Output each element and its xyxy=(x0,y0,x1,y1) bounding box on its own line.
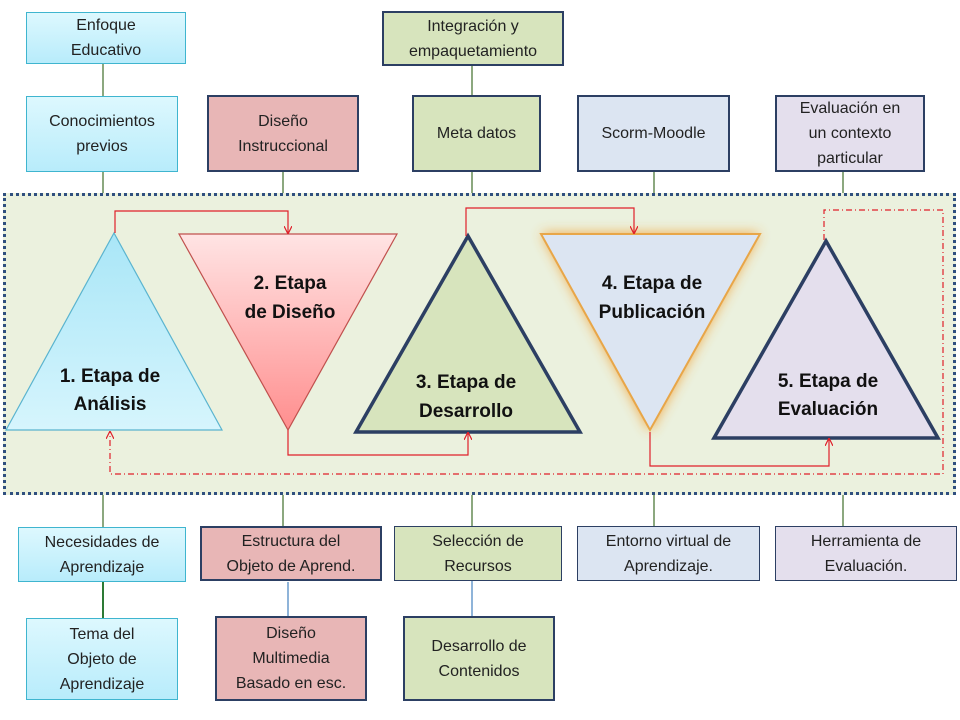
stage-4-label-line2: Publicación xyxy=(599,302,706,323)
tema-objeto-text: Tema del Objeto de Aprendizaje xyxy=(59,625,145,693)
scorm-moodle-text: Scorm-Moodle xyxy=(601,125,706,142)
evaluacion-contexto-box: Evaluación en un contexto particular xyxy=(775,95,925,172)
stage-1-label-line1: 1. Etapa de xyxy=(60,366,160,387)
necesidades-box: Necesidades de Aprendizaje xyxy=(18,527,186,582)
estructura-box: Estructura del Objeto de Aprend. xyxy=(200,526,382,581)
stage-5-label-line1: 5. Etapa de xyxy=(778,371,878,392)
tema-objeto-box: Tema del Objeto de Aprendizaje xyxy=(26,618,178,700)
estructura-text: Estructura del Objeto de Aprend. xyxy=(226,532,356,575)
desarrollo-contenidos-box: Desarrollo de Contenidos xyxy=(403,616,555,701)
stage-3-label-line1: 3. Etapa de xyxy=(416,372,516,393)
meta-datos-text: Meta datos xyxy=(436,125,517,142)
stage-4-label-line1: 4. Etapa de xyxy=(602,273,702,294)
desarrollo-contenidos-text: Desarrollo de Contenidos xyxy=(431,637,527,680)
stage-1-triangle xyxy=(4,231,224,431)
arrow-2-to-3 xyxy=(287,430,468,456)
seleccion-recursos-box: Selección de Recursos xyxy=(394,526,562,581)
enfoque-educativo-text: Enfoque Educativo xyxy=(70,17,142,59)
conocimientos-previos-text: Conocimientos previos xyxy=(49,113,155,155)
diseno-multimedia-box: Diseño Multimedia Basado en esc. xyxy=(215,616,367,701)
conocimientos-previos-box: Conocimientos previos xyxy=(26,96,178,172)
stage-1-label-line2: Análisis xyxy=(74,394,147,415)
stage-2-label-line2: de Diseño xyxy=(245,302,336,323)
entorno-virtual-text: Entorno virtual de Aprendizaje. xyxy=(605,532,732,575)
arrow-4-to-5 xyxy=(649,432,829,467)
scorm-moodle-box: Scorm-Moodle xyxy=(577,95,730,172)
herramienta-evaluacion-box: Herramienta de Evaluación. xyxy=(775,526,957,581)
diseno-multimedia-text: Diseño Multimedia Basado en esc. xyxy=(235,625,347,692)
stage-5-label-line2: Evaluación xyxy=(778,399,878,420)
necesidades-text: Necesidades de Aprendizaje xyxy=(44,533,160,576)
diseno-instruccional-text: Diseño Instruccional xyxy=(238,112,328,155)
arrow-3-to-4 xyxy=(465,207,634,236)
stage-4-triangle xyxy=(539,233,762,433)
herramienta-evaluacion-text: Herramienta de Evaluación. xyxy=(810,532,922,575)
evaluacion-contexto-text: Evaluación en un contexto particular xyxy=(799,100,901,167)
integracion-box: Integración y empaquetamiento xyxy=(382,11,564,66)
meta-datos-box: Meta datos xyxy=(412,95,541,172)
stage-2-triangle xyxy=(177,233,399,432)
arrow-1-to-2 xyxy=(114,210,288,233)
feedback-arrow xyxy=(110,209,944,475)
stage-2-label-line1: 2. Etapa xyxy=(254,273,327,294)
diseno-instruccional-box: Diseño Instruccional xyxy=(207,95,359,172)
entorno-virtual-box: Entorno virtual de Aprendizaje. xyxy=(577,526,760,581)
stage-3-label-line2: Desarrollo xyxy=(419,401,513,422)
enfoque-educativo-box: Enfoque Educativo xyxy=(26,12,186,64)
seleccion-recursos-text: Selección de Recursos xyxy=(432,532,524,575)
integracion-text: Integración y empaquetamiento xyxy=(408,17,538,60)
